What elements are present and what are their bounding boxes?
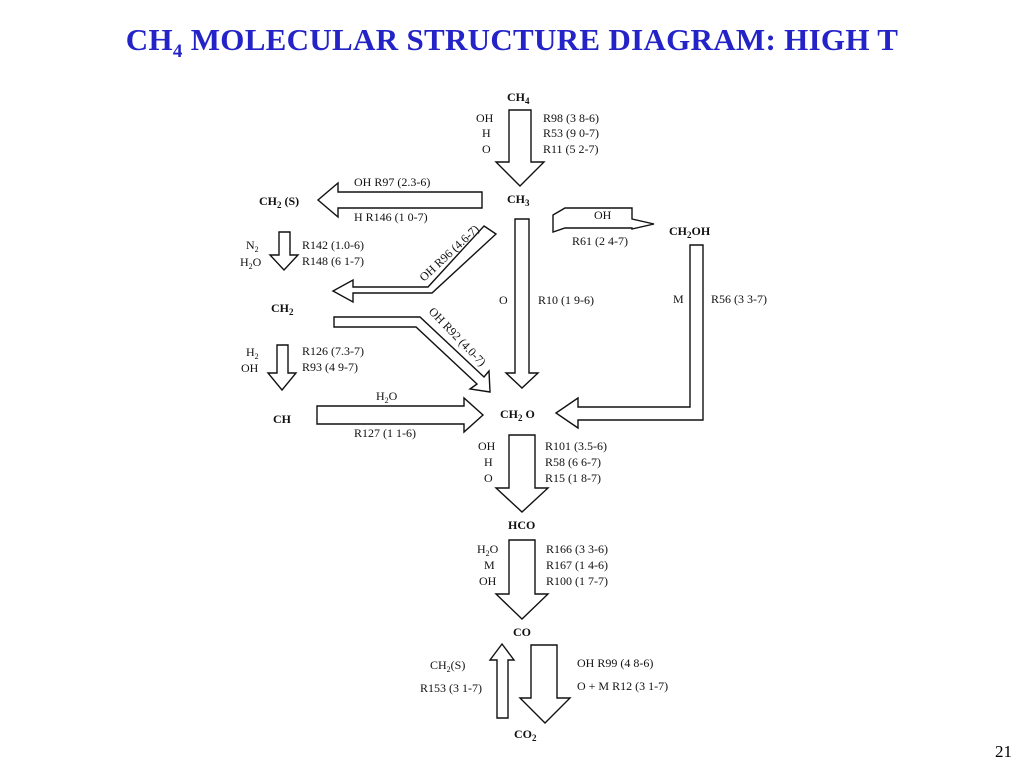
svg-text:R93 (4 9-7): R93 (4 9-7)	[302, 360, 358, 374]
svg-text:O + M R12 (3 1-7): O + M R12 (3 1-7)	[577, 679, 668, 693]
svg-text:R126 (7.3-7): R126 (7.3-7)	[302, 344, 364, 358]
svg-text:R56 (3 3-7): R56 (3 3-7)	[711, 292, 767, 306]
svg-text:R58 (6 6-7): R58 (6 6-7)	[545, 455, 601, 469]
arrow-ch2s-to-ch2	[268, 231, 300, 272]
reaction-ch2s-to-ch2: N2 H2O R142 (1.0-6) R148 (6 1-7)	[240, 238, 364, 271]
arrow-ch3-to-ch2	[331, 225, 498, 304]
svg-text:H: H	[484, 455, 493, 469]
svg-text:R15 (1 8-7): R15 (1 8-7)	[545, 471, 601, 485]
reaction-hco-to-co: H2O M OH R166 (3 3-6) R167 (1 4-6) R100 …	[477, 542, 608, 588]
svg-text:R98 (3 8-6): R98 (3 8-6)	[543, 111, 599, 125]
arrow-hco-to-co	[494, 539, 550, 620]
svg-text:O: O	[499, 293, 508, 307]
arrow-ch2-to-ch2o	[333, 316, 491, 393]
svg-text:CH2(S): CH2(S)	[430, 658, 465, 674]
reaction-ch2oh-to-ch2o: M R56 (3 3-7)	[673, 292, 767, 306]
svg-text:OH: OH	[594, 208, 612, 222]
reaction-ch4-to-ch3: OH H O R98 (3 8-6) R53 (9 0-7) R11 (5 2-…	[476, 111, 599, 156]
svg-text:R148 (6 1-7): R148 (6 1-7)	[302, 254, 364, 268]
svg-text:R100 (1 7-7): R100 (1 7-7)	[546, 574, 608, 588]
reaction-ch2o-to-hco: OH H O R101 (3.5-6) R58 (6 6-7) R15 (1 8…	[478, 439, 607, 485]
arrow-ch3-to-ch2oh	[552, 207, 655, 233]
svg-text:R142 (1.0-6): R142 (1.0-6)	[302, 238, 364, 252]
svg-text:R167 (1 4-6): R167 (1 4-6)	[546, 558, 608, 572]
arrow-ch2o-to-hco	[494, 434, 550, 513]
node-co: CO	[513, 625, 531, 639]
reaction-ch2-to-ch: H2 OH R126 (7.3-7) R93 (4 9-7)	[241, 344, 364, 375]
reaction-ch-to-ch2o: H2O R127 (1 1-6)	[354, 389, 416, 440]
svg-text:OH: OH	[478, 439, 496, 453]
svg-text:H2O: H2O	[240, 255, 262, 271]
svg-text:O: O	[482, 142, 491, 156]
svg-text:OH: OH	[241, 361, 259, 375]
reaction-co-to-co2: OH R99 (4 8-6) O + M R12 (3 1-7)	[577, 656, 668, 693]
svg-text:OH: OH	[476, 111, 494, 125]
svg-text:R153 (3 1-7): R153 (3 1-7)	[420, 681, 482, 695]
svg-text:N2: N2	[246, 238, 259, 254]
svg-text:OH: OH	[479, 574, 497, 588]
svg-text:R10 (1 9-6): R10 (1 9-6)	[538, 293, 594, 307]
arrow-ch4-to-ch3	[494, 109, 546, 187]
svg-text:H2O: H2O	[376, 389, 398, 405]
node-ch2oh: CH2OH	[669, 224, 711, 240]
node-ch4: CH4	[507, 90, 530, 106]
node-co2: CO2	[514, 727, 537, 743]
svg-text:R127 (1 1-6): R127 (1 1-6)	[354, 426, 416, 440]
node-ch2: CH2	[271, 301, 294, 317]
svg-text:R61 (2 4-7): R61 (2 4-7)	[572, 234, 628, 248]
reaction-ch3-to-ch2s: OH R97 (2.3-6) H R146 (1 0-7)	[354, 175, 430, 224]
arrow-co-to-co2	[518, 644, 572, 724]
arrow-ch-to-ch2o	[316, 396, 485, 434]
svg-text:O: O	[484, 471, 493, 485]
page-number: 21	[995, 742, 1012, 761]
arrow-ch2oh-to-ch2o	[554, 244, 704, 430]
reaction-co2-to-co: CH2(S) R153 (3 1-7)	[420, 658, 482, 695]
node-hco: HCO	[508, 518, 535, 532]
arrow-ch3-to-ch2o	[504, 218, 540, 389]
arrow-ch3-to-ch2s	[316, 181, 483, 219]
svg-text:M: M	[484, 558, 495, 572]
node-ch: CH	[273, 412, 292, 426]
svg-text:H2: H2	[246, 345, 259, 361]
svg-text:H2O: H2O	[477, 542, 499, 558]
reaction-ch3-to-ch2oh: OH R61 (2 4-7)	[572, 208, 628, 248]
svg-text:R166 (3 3-6): R166 (3 3-6)	[546, 542, 608, 556]
slide-title: CH4 MOLECULAR STRUCTURE DIAGRAM: HIGH T	[125, 22, 899, 63]
node-ch2o: CH2 O	[500, 407, 535, 423]
svg-text:M: M	[673, 292, 684, 306]
node-ch2s: CH2 (S)	[259, 194, 299, 210]
reaction-ch3-to-ch2o: O R10 (1 9-6)	[499, 293, 594, 307]
svg-text:R101 (3.5-6): R101 (3.5-6)	[545, 439, 607, 453]
svg-text:H: H	[482, 126, 491, 140]
arrow-co2-to-co	[488, 642, 516, 719]
svg-text:R53 (9 0-7): R53 (9 0-7)	[543, 126, 599, 140]
svg-text:OH R97 (2.3-6): OH R97 (2.3-6)	[354, 175, 430, 189]
svg-text:H R146 (1 0-7): H R146 (1 0-7)	[354, 210, 428, 224]
node-ch3: CH3	[507, 192, 530, 208]
arrow-ch2-to-ch	[266, 344, 298, 392]
svg-text:R11 (5 2-7): R11 (5 2-7)	[543, 142, 599, 156]
svg-text:OH R99 (4 8-6): OH R99 (4 8-6)	[577, 656, 653, 670]
